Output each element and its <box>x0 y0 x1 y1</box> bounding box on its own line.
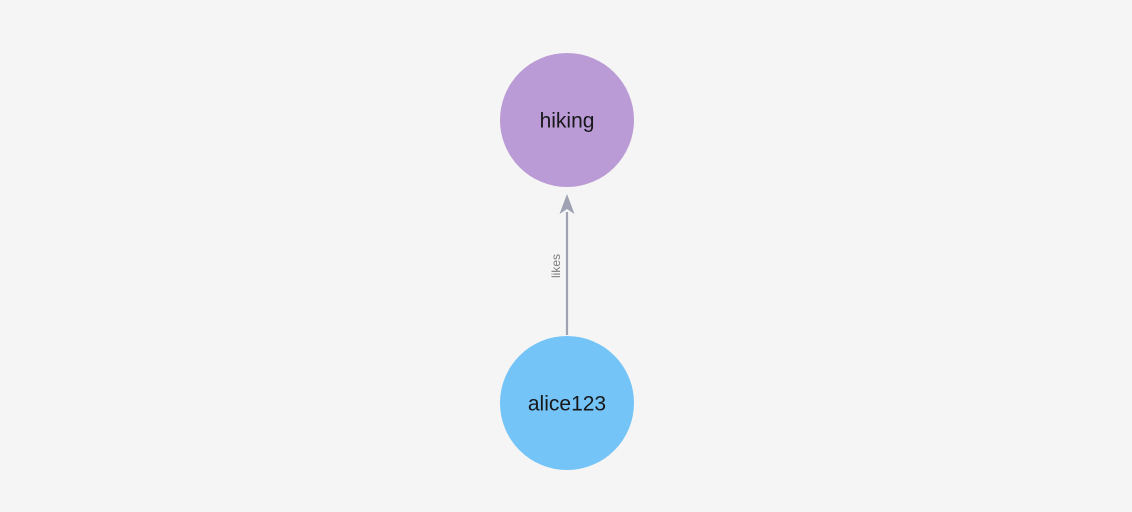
node-alice123-circle[interactable] <box>500 336 634 470</box>
node-alice123[interactable]: alice123 <box>500 336 634 470</box>
arrowhead-icon <box>559 194 575 214</box>
node-hiking-label: hiking <box>540 110 595 133</box>
node-alice123-label: alice123 <box>528 393 606 416</box>
node-hiking-circle[interactable] <box>500 53 634 187</box>
edge-layer: likes <box>549 194 575 335</box>
node-hiking[interactable]: hiking <box>500 53 634 187</box>
edge-label-likes: likes <box>549 254 563 278</box>
node-layer: hiking alice123 <box>500 53 634 470</box>
edge-alice123-likes-hiking[interactable]: likes <box>549 194 575 335</box>
